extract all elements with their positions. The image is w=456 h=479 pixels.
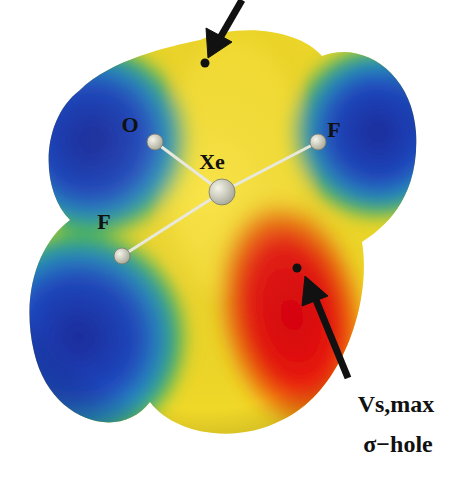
callout-label: σ−hole	[363, 432, 432, 456]
atom-label: F	[327, 119, 340, 141]
callout-label: Vs,max	[358, 392, 435, 416]
atom-label: Xe	[199, 151, 225, 173]
atom-label: O	[121, 114, 138, 136]
atom-label: F	[97, 211, 110, 233]
